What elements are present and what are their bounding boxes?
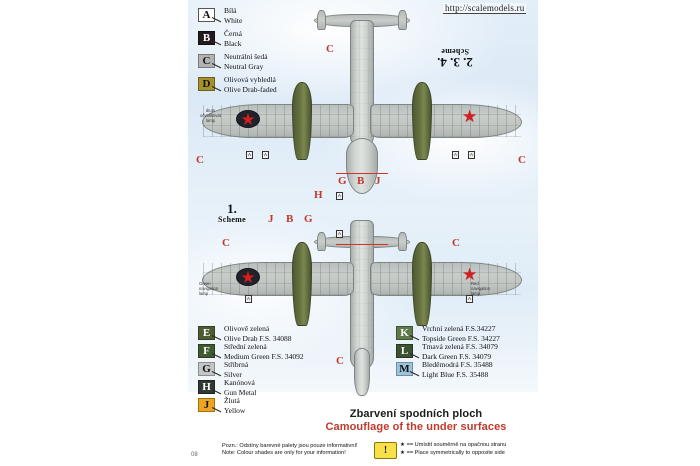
rear-fuselage-bottom	[354, 348, 370, 396]
box-mark-bottom-centre: A	[336, 230, 344, 238]
title-english: Camouflage of the under surfaces	[325, 421, 507, 433]
wing-right-bottom	[370, 262, 522, 296]
fuselage-bottom	[350, 220, 374, 370]
roundel-left-top: ★	[236, 110, 260, 128]
disclaimer-czech: Pozn.: Odstíny barevné palety jsou pouze…	[222, 443, 358, 449]
callout-top-j: J	[375, 175, 381, 187]
roundel-left-bottom: ★	[236, 268, 260, 286]
engine-nacelle-right-bottom	[412, 242, 432, 326]
right-margin	[538, 0, 700, 466]
title-czech: Zbarvení spodních ploch	[349, 408, 483, 420]
callout-top-c-left: C	[196, 154, 204, 166]
box-mark-bottom-left: A	[245, 295, 253, 303]
wing-right-top	[370, 104, 522, 138]
scheme-label-bottom: 1. Scheme	[217, 201, 246, 224]
fin-left-bottom	[317, 232, 326, 251]
wing-right-panels-top	[371, 105, 521, 137]
colour-chip-h: H	[198, 380, 215, 394]
callout-bottom-h: H	[314, 189, 323, 201]
wing-left-panels-bottom	[203, 263, 353, 295]
roundel-right-top: ★	[462, 107, 478, 126]
callout-top-b: B	[357, 175, 365, 187]
colour-chip-a: A	[198, 8, 215, 22]
legend-text: Olivová vybledlá Olive Drab-faded	[224, 75, 277, 94]
legend-text: Stříbrná Silver	[224, 360, 249, 379]
box-mark-top-left-1: A	[246, 151, 254, 159]
colour-chip-j: J	[198, 398, 215, 412]
colour-chip-b: B	[198, 31, 215, 45]
wing-left-bottom	[202, 262, 354, 296]
box-mark-top-left-2: A	[262, 151, 270, 159]
centreline-marker-top	[336, 173, 388, 174]
callout-bottom-j: J	[268, 213, 274, 225]
white-bottom-panel	[188, 392, 538, 466]
callout-bottom-c-mid: C	[336, 355, 344, 367]
legend-text: Střední zelená Medium Green F.S. 34092	[224, 342, 304, 361]
box-mark-top-right-1: A	[452, 151, 460, 159]
wing-left-panels-top	[203, 105, 353, 137]
title-block: Zbarvení spodních ploch Camouflage of th…	[300, 408, 532, 434]
colour-chip-e: E	[198, 326, 215, 340]
callout-bottom-b: B	[286, 213, 294, 225]
engine-nacelle-left-bottom	[292, 242, 312, 326]
legend-text: Bílá White	[224, 6, 243, 25]
fin-left-top	[317, 10, 326, 30]
colour-chip-l: L	[396, 344, 413, 358]
centreline-marker-bottom	[336, 244, 388, 245]
fin-right-top	[398, 10, 407, 30]
colour-chip-k: K	[396, 326, 413, 340]
watermark: http://scalemodels.ru	[443, 3, 527, 14]
engine-nacelle-right-top	[412, 82, 432, 160]
callout-top-g: G	[338, 175, 347, 187]
scheme-label-top: 2. 3. 4. Scheme	[437, 47, 473, 70]
callout-top-c-mid: C	[326, 43, 334, 55]
disclaimer-notes: Pozn.: Odstíny barevné palety jsou pouze…	[222, 443, 358, 457]
fin-right-bottom	[398, 232, 407, 251]
callout-top-c-right: C	[518, 154, 526, 166]
box-mark-top-right-2: A	[468, 151, 476, 159]
colour-chip-g: G	[198, 362, 215, 376]
callout-bottom-g: G	[304, 213, 313, 225]
wing-left-top	[202, 104, 354, 138]
aircraft-top-view: ★ ★	[196, 8, 526, 198]
warning-icon: !	[374, 442, 397, 459]
symmetry-note-czech: ★ == Umístit souměrně na opačnou stranu	[400, 442, 507, 448]
disclaimer-english: Note: Colour shades are only for your in…	[222, 450, 346, 456]
legend-text: Kanónová Gun Metal	[224, 378, 257, 397]
wing-right-panels-bottom	[371, 263, 521, 295]
legend-text: Neutrální šedá Neutral Gray	[224, 52, 268, 71]
colour-chip-m: M	[396, 362, 413, 376]
roundel-right-bottom: ★	[462, 265, 478, 284]
box-mark-top-centre: A	[336, 192, 344, 200]
symmetry-notes: ★ == Umístit souměrně na opačnou stranu …	[400, 442, 506, 457]
symmetry-note-english: ★ == Place symmetrically to opposite sid…	[400, 449, 505, 456]
colour-chip-d: D	[198, 77, 215, 91]
legend-text: Černá Black	[224, 29, 242, 48]
colour-chip-c: C	[198, 54, 215, 68]
page-number: 08	[191, 452, 198, 458]
legend-text: Tmavá zelená F.S. 34079 Dark Green F.S. …	[422, 342, 498, 361]
legend-text: Žlutá Yellow	[224, 396, 246, 415]
left-margin	[0, 0, 188, 466]
callout-bottom-c-left: C	[222, 237, 230, 249]
callout-bottom-c-right: C	[452, 237, 460, 249]
engine-nacelle-left-top	[292, 82, 312, 160]
box-mark-bottom-right: A	[466, 295, 474, 303]
colour-chip-f: F	[198, 344, 215, 358]
legend-text: Bleděmodrá F.S. 35488 Light Blue F.S. 35…	[422, 360, 493, 379]
legend-text: Olivově zelená Olive Drab F.S. 34088	[224, 324, 292, 343]
nose-top	[346, 138, 378, 194]
legend-text: Vrchní zelená F.S.34227 Topside Green F.…	[422, 324, 500, 343]
